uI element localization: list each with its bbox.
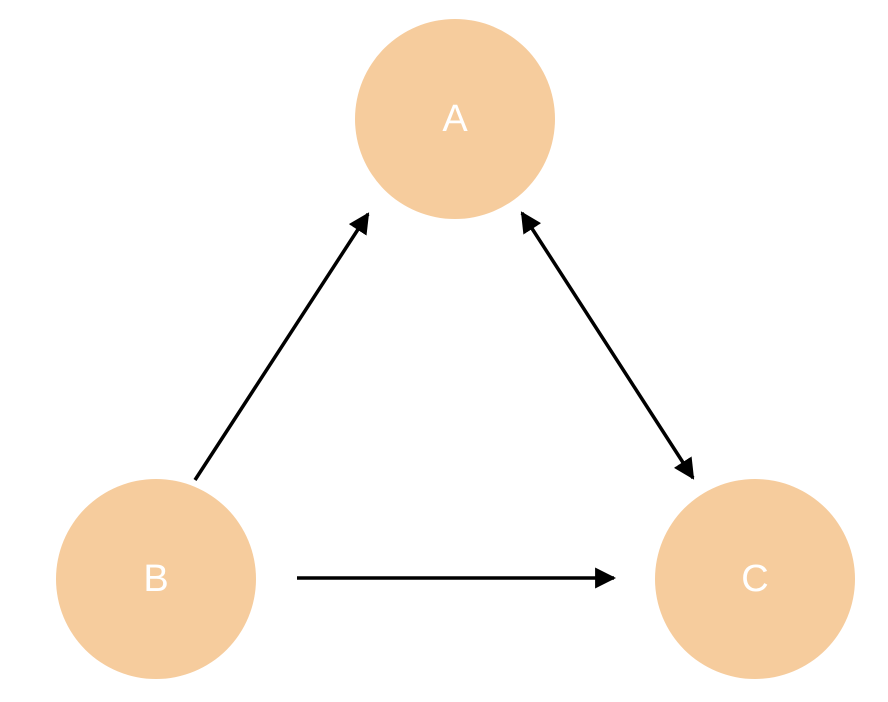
node-a: A <box>355 19 555 219</box>
node-b: B <box>56 479 256 679</box>
node-c: C <box>655 479 855 679</box>
edge-a-c-bidirectional <box>520 211 695 480</box>
node-c-circle <box>655 479 855 679</box>
node-b-circle <box>56 479 256 679</box>
node-b-label: B <box>143 558 168 600</box>
edge-b-to-a <box>193 212 370 481</box>
node-a-circle <box>355 19 555 219</box>
node-c-label: C <box>741 558 768 600</box>
node-a-label: A <box>442 98 468 140</box>
